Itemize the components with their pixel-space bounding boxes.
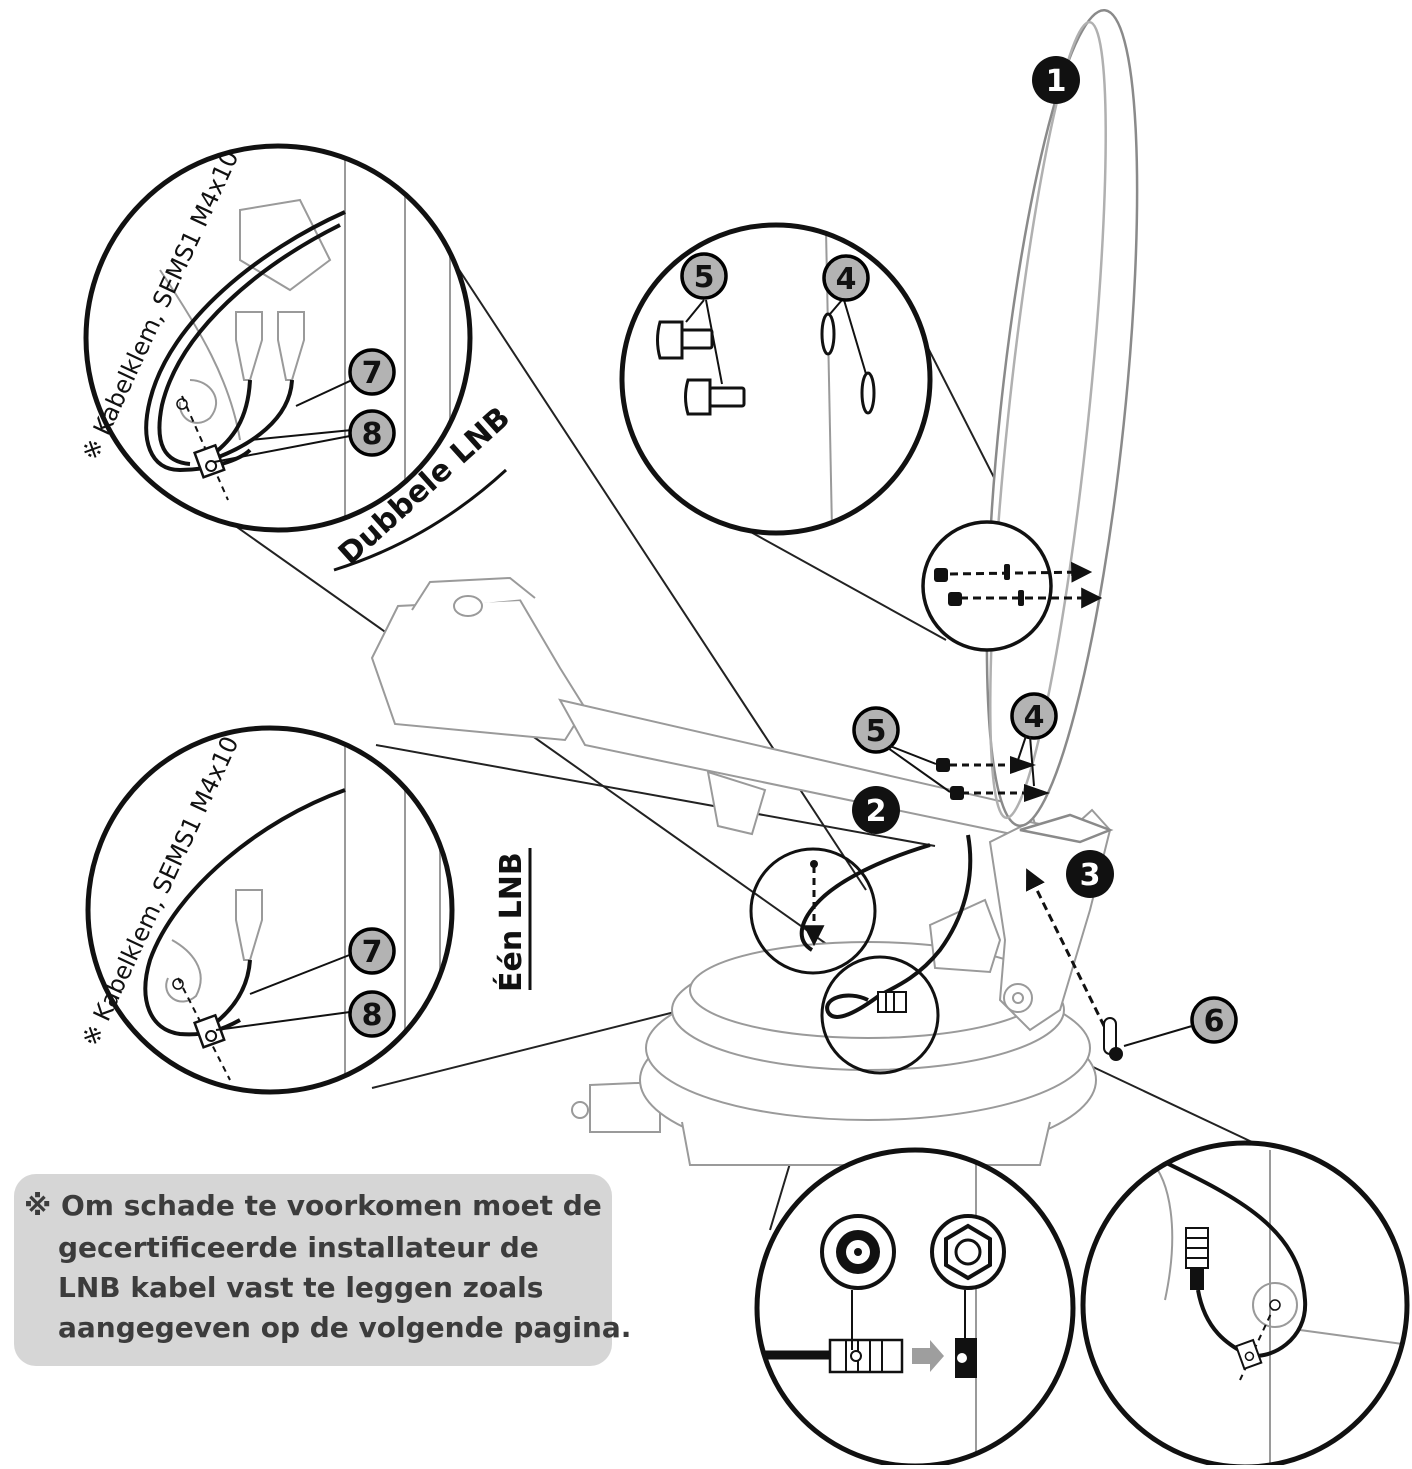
note-line-4: aangegeven op de volgende pagina.	[58, 1311, 632, 1344]
magnifier-connector	[754, 1147, 1076, 1469]
small-detail-circle-screws	[921, 520, 1103, 652]
callout-5-detail: 5	[680, 252, 728, 300]
callout-8-bottom: 8	[348, 990, 396, 1038]
callout-7-top: 7	[348, 348, 396, 396]
washer-icon	[820, 312, 876, 415]
svg-text:8: 8	[362, 417, 383, 452]
dish-reflector	[985, 8, 1139, 844]
svg-text:7: 7	[362, 356, 383, 391]
lnb-cable	[799, 834, 973, 1019]
callout-4-detail: 4	[822, 254, 870, 302]
callout-7-bottom: 7	[348, 927, 396, 975]
magnifier-screws-washers	[619, 222, 933, 536]
antenna-base	[571, 941, 1097, 1166]
connector-hex-icon	[930, 1214, 1006, 1290]
small-detail-circle-clamp	[749, 847, 877, 975]
note-line-3: LNB kabel vast te leggen zoals	[58, 1271, 544, 1304]
screw-icon	[656, 320, 746, 416]
connector-socket-icon	[820, 1214, 896, 1290]
main-screws	[936, 756, 1050, 802]
callout-3: 3	[1066, 850, 1114, 898]
small-detail-circle-connector	[820, 955, 940, 1075]
installer-note: ※ Om schade te voorkomen moet de gecerti…	[14, 1174, 631, 1366]
svg-text:4: 4	[836, 262, 857, 297]
svg-text:5: 5	[866, 714, 887, 749]
svg-text:4: 4	[1024, 700, 1045, 735]
callout-5-main: 5	[852, 706, 900, 754]
svg-text:1: 1	[1046, 64, 1067, 99]
fixing-pin	[1026, 868, 1123, 1061]
svg-text:7: 7	[362, 935, 383, 970]
cable-plug	[877, 991, 907, 1013]
svg-text:2: 2	[866, 794, 887, 829]
svg-text:3: 3	[1080, 858, 1101, 893]
note-line-2: gecertificeerde installateur de	[58, 1231, 539, 1264]
single-lnb-label: Één LNB	[493, 852, 529, 992]
callout-4-main: 4	[1010, 692, 1058, 740]
callout-6: 6	[1190, 996, 1238, 1044]
callout-1: 1	[1032, 56, 1080, 104]
callout-2: 2	[852, 786, 900, 834]
callout-8-top: 8	[348, 409, 396, 457]
svg-text:5: 5	[694, 260, 715, 295]
note-line-1: ※ Om schade te voorkomen moet de	[24, 1189, 602, 1222]
svg-text:6: 6	[1204, 1004, 1225, 1039]
magnifier-cable-routing	[1080, 1140, 1410, 1469]
svg-text:8: 8	[362, 998, 383, 1033]
